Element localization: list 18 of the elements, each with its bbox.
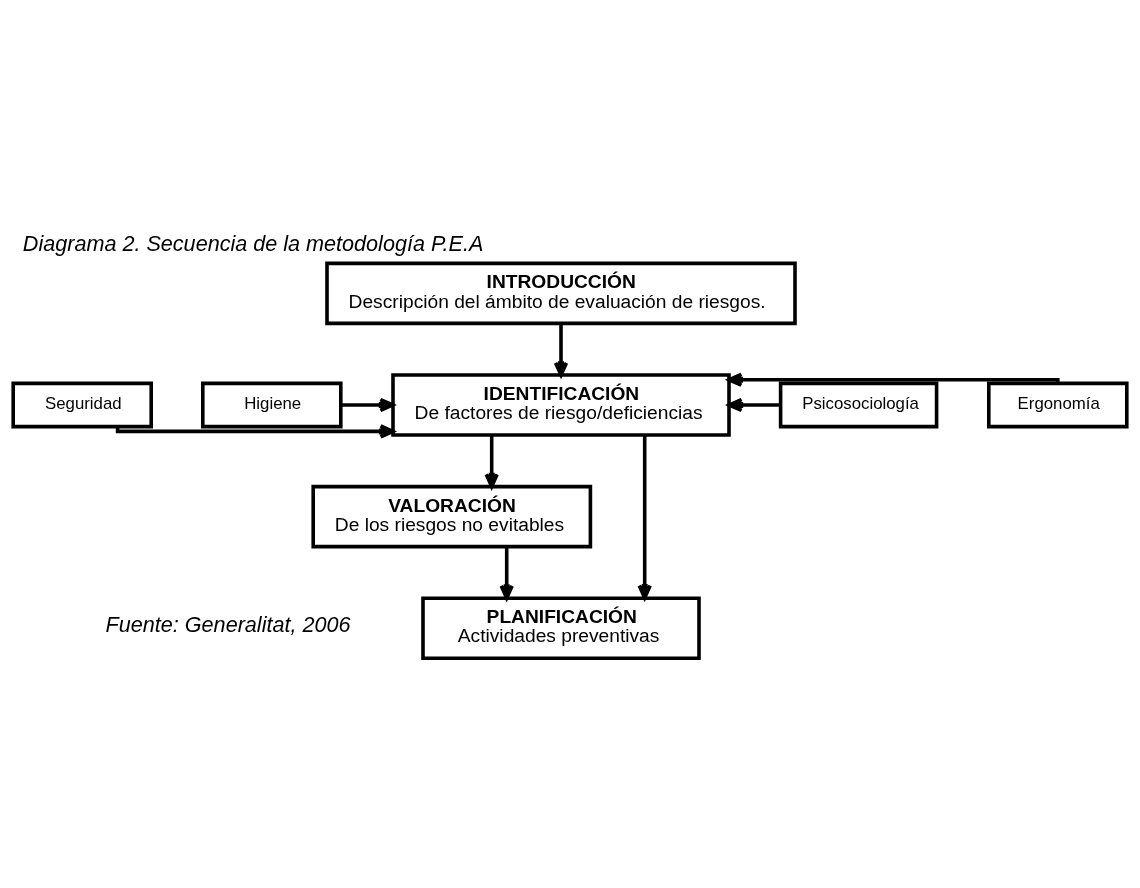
arrow [637,435,652,600]
node-box: PLANIFICACIÓN Actividades preventivas [421,596,701,660]
node-box: VALORACIÓN De los riesgos no evitables [311,484,593,549]
arrow [727,397,781,413]
arrow [499,547,514,600]
node-box: Seguridad [11,381,153,429]
arrow [115,424,395,439]
node-box: INTRODUCCIÓN Descripción del ámbito de evaluación de riesgos. [325,261,797,326]
node-box: Psicosociología [778,381,939,429]
node-box: Ergonomía [987,381,1129,429]
arrow [727,372,1060,387]
node-box: IDENTIFICACIÓN De factores de riesgo/deficiencias [391,373,731,437]
arrow [553,323,569,377]
arrow [484,435,499,489]
caption: Fuente: Generalitat, 2006 [105,612,351,638]
node-box: Higiene [201,381,343,429]
diagram-title: Diagrama 2. Secuencia de la metodología P.E.A [22,230,484,256]
arrow [341,397,395,413]
